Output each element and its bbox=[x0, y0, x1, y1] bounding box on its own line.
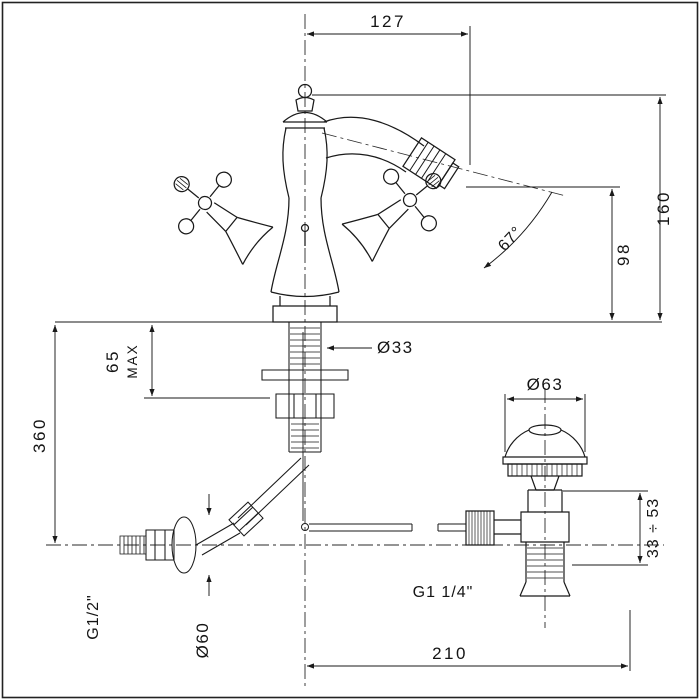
supply-pipe bbox=[119, 457, 310, 574]
dimension-lines bbox=[52, 26, 666, 671]
dim-spout-angle bbox=[483, 191, 553, 269]
dim-waste-adjustment bbox=[563, 490, 648, 566]
dim-overall-height bbox=[312, 94, 666, 321]
dim-centre-distance bbox=[306, 610, 631, 671]
dim-waste-flange-diameter bbox=[504, 394, 586, 452]
rod-pivot bbox=[301, 523, 309, 531]
popup-pull-knob bbox=[300, 223, 310, 233]
waste-dome bbox=[504, 429, 586, 458]
label-33-53: 33 ÷ 53 bbox=[645, 498, 662, 558]
waste-tailpiece bbox=[525, 542, 565, 582]
waste-lever-arm bbox=[494, 519, 521, 535]
label-max: MAX bbox=[125, 343, 140, 378]
waste-lever-housing bbox=[520, 511, 570, 543]
label-g12: G1/2" bbox=[85, 594, 102, 639]
label-dia33: Ø33 bbox=[377, 338, 414, 357]
waste-flange bbox=[502, 456, 588, 465]
label-210: 210 bbox=[432, 644, 468, 663]
right-cross-handle bbox=[332, 146, 464, 273]
aerator bbox=[402, 136, 460, 190]
label-dia60: Ø60 bbox=[193, 622, 212, 659]
dim-spout-height bbox=[466, 186, 620, 321]
label-127: 127 bbox=[370, 12, 406, 31]
waste-assembly bbox=[465, 424, 588, 597]
lock-nut bbox=[275, 393, 335, 419]
compression-nut bbox=[228, 501, 264, 537]
popup-rod-horizontal bbox=[301, 523, 466, 532]
tailpiece-threads bbox=[527, 547, 563, 579]
dim-max-thickness bbox=[144, 324, 270, 399]
label-65: 65 bbox=[103, 349, 122, 373]
waste-knurled-knob bbox=[465, 510, 495, 546]
waste-upper-body bbox=[527, 489, 563, 512]
shank-threads bbox=[290, 327, 320, 365]
left-cross-handle bbox=[151, 149, 283, 276]
label-dia63: Ø63 bbox=[527, 375, 564, 394]
faucet-body bbox=[270, 127, 340, 323]
faucet-assembly bbox=[119, 83, 466, 574]
label-67deg: 67° bbox=[495, 223, 526, 254]
label-g114: G1 1/4" bbox=[413, 584, 474, 601]
clamp-washer bbox=[261, 369, 349, 381]
wall-flange bbox=[171, 516, 197, 574]
centerlines bbox=[46, 14, 664, 688]
faucet-finial bbox=[282, 83, 328, 129]
label-98: 98 bbox=[614, 242, 633, 266]
supply-threaded-end bbox=[119, 535, 147, 555]
spout-axis-centerline bbox=[321, 132, 567, 197]
dim-spout-projection bbox=[306, 26, 471, 165]
label-160: 160 bbox=[654, 190, 673, 226]
label-360: 360 bbox=[30, 417, 49, 453]
mounting-shank bbox=[261, 322, 349, 521]
